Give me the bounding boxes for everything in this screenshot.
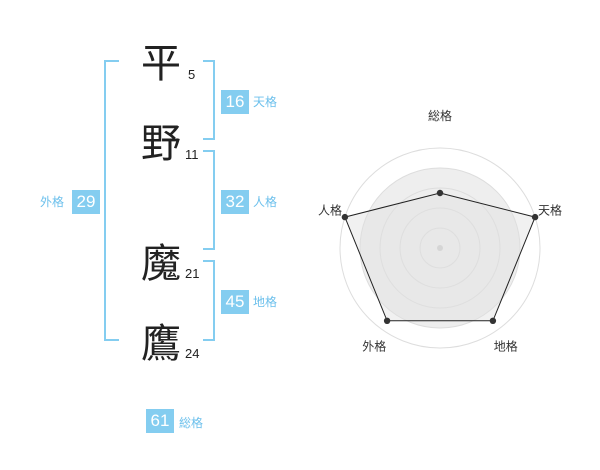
chikaku-bracket: [203, 260, 215, 341]
gaikaku-label: 外格: [40, 195, 65, 209]
jinkaku-bracket: [203, 150, 215, 250]
tenkaku-value-badge: 16: [221, 90, 249, 114]
stroke-count-3: 21: [185, 266, 200, 281]
radar-point-2: [531, 213, 539, 221]
radar-value-polygon: [344, 192, 536, 322]
stroke-count-4: 24: [185, 346, 200, 361]
name-char-3: 魔: [141, 241, 181, 287]
name-char-4: 鷹: [141, 321, 181, 367]
name-char-1: 平: [141, 41, 181, 87]
radar-center-dot: [437, 245, 443, 251]
radar-point-1: [436, 189, 444, 197]
soukaku-value-badge: 61: [146, 409, 174, 433]
tenkaku-label: 天格: [253, 95, 278, 109]
radar-grid-ring: [339, 147, 541, 349]
chikaku-label: 地格: [253, 295, 278, 309]
radar-grid-ring: [379, 187, 501, 309]
radar-axis-label-1: 総格: [428, 108, 452, 123]
radar-grid-ring: [359, 167, 521, 329]
radar-point-4: [383, 317, 391, 325]
radar-point-3: [489, 317, 497, 325]
jinkaku-label: 人格: [253, 195, 278, 209]
chikaku-value-badge: 45: [221, 290, 249, 314]
stroke-count-1: 5: [188, 67, 196, 82]
radar-grid-ring: [399, 207, 481, 289]
name-char-2: 野: [141, 121, 181, 167]
radar-axis-label-5: 人格: [318, 202, 342, 217]
tenkaku-bracket: [203, 60, 215, 140]
radar-axis-label-3: 地格: [494, 339, 518, 354]
radar-point-5: [341, 213, 349, 221]
gaikaku-bracket: [104, 60, 119, 341]
radar-grid-ring: [419, 227, 461, 269]
soukaku-label: 総格: [179, 416, 204, 430]
gaikaku-value-badge: 29: [72, 190, 100, 214]
radar-axis-label-4: 外格: [362, 339, 386, 354]
stroke-count-2: 11: [185, 147, 199, 162]
radar-axis-label-2: 天格: [538, 202, 562, 217]
jinkaku-value-badge: 32: [221, 190, 249, 214]
